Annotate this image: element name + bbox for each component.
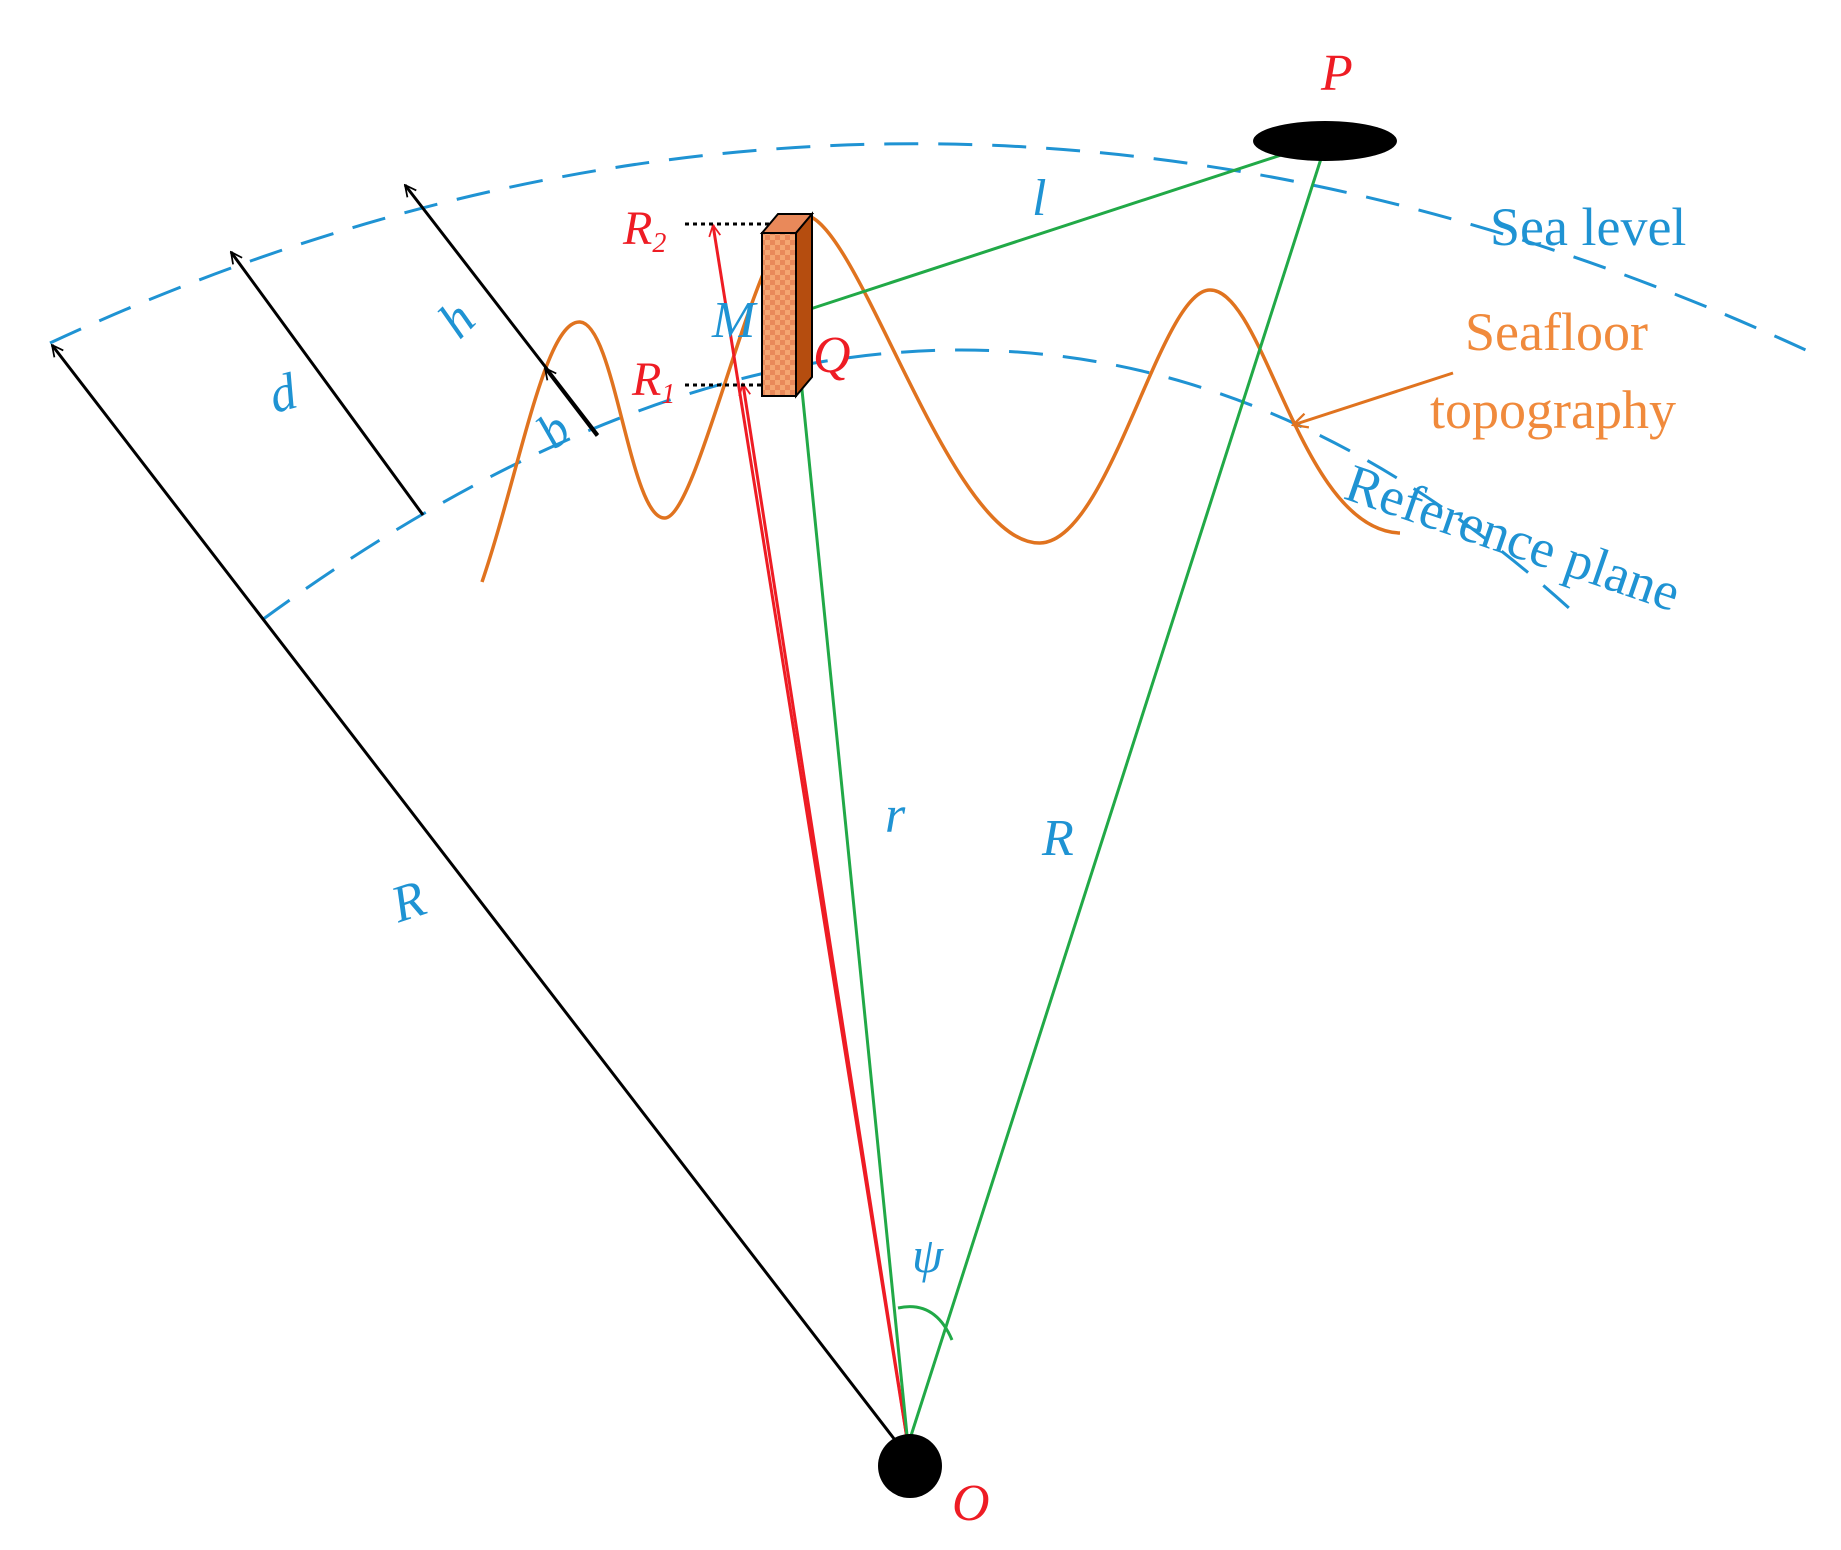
reference-plane-arc (261, 348, 1584, 622)
label-R1: R1 (631, 353, 675, 410)
label-l: l (1032, 170, 1046, 227)
label-R-left: R (384, 870, 433, 934)
radius-line-left (52, 345, 897, 1441)
red-radius-R1 (743, 384, 910, 1446)
label-seafloor: Seafloor (1465, 302, 1648, 362)
label-b: b (526, 400, 581, 459)
label-r: r (885, 787, 906, 844)
psi-angle-arc (897, 1305, 954, 1341)
label-reference-plane: Reference plane (1338, 453, 1688, 623)
label-d: d (263, 363, 304, 425)
sea-level-arc (49, 142, 1811, 354)
label-O: O (952, 1475, 990, 1532)
label-Q: Q (813, 327, 851, 384)
mass-prism (759, 211, 815, 399)
seafloor-topography-curve (480, 213, 1401, 583)
point-O-marker (878, 1434, 942, 1498)
d-dimension-arrow (229, 252, 425, 516)
label-h: h (428, 290, 487, 349)
label-topography: topography (1430, 380, 1676, 440)
green-line-R (906, 139, 1329, 1446)
label-R-right: R (1041, 810, 1074, 867)
label-psi: ψ (912, 1227, 944, 1283)
prism-front (761, 232, 797, 397)
b-dimension-arrow (543, 368, 599, 437)
label-M: M (711, 292, 758, 349)
label-P: P (1320, 45, 1353, 102)
prism-side (795, 211, 813, 399)
green-line-l (797, 138, 1328, 315)
green-line-r (800, 389, 910, 1446)
point-P-marker (1253, 121, 1397, 161)
label-sea-level: Sea level (1490, 197, 1686, 257)
label-R2: R2 (622, 202, 666, 259)
topography-pointer-arrow (1293, 371, 1454, 425)
